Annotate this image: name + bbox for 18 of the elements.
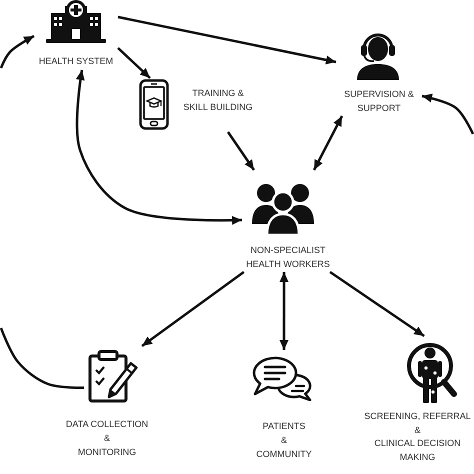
node-label: SUPERVISION & SUPPORT: [344, 88, 414, 115]
arrow: [226, 131, 255, 171]
node-label: DATA COLLECTION & MONITORING: [66, 418, 148, 459]
node-label: SCREENING, REFERRAL & CLINICAL DECISION MAKING: [364, 410, 471, 464]
node-label: TRAINING & SKILL BUILDING: [183, 87, 253, 114]
connector-line: [0, 328, 84, 390]
arrow: [117, 47, 151, 79]
arrow: [329, 270, 425, 338]
node-label: HEALTH SYSTEM: [38, 55, 114, 67]
double-headed-arrow: [312, 115, 344, 171]
double-headed-arrow: [76, 70, 242, 225]
arrow: [118, 16, 336, 64]
node-label: NON-SPECIALIST HEALTH WORKERS: [246, 244, 330, 271]
node-label: PATIENTS & COMMUNITY: [256, 420, 312, 461]
arrow: [0, 34, 35, 68]
arrow: [422, 94, 474, 135]
arrow: [141, 270, 245, 348]
double-headed-arrow: [280, 272, 289, 350]
